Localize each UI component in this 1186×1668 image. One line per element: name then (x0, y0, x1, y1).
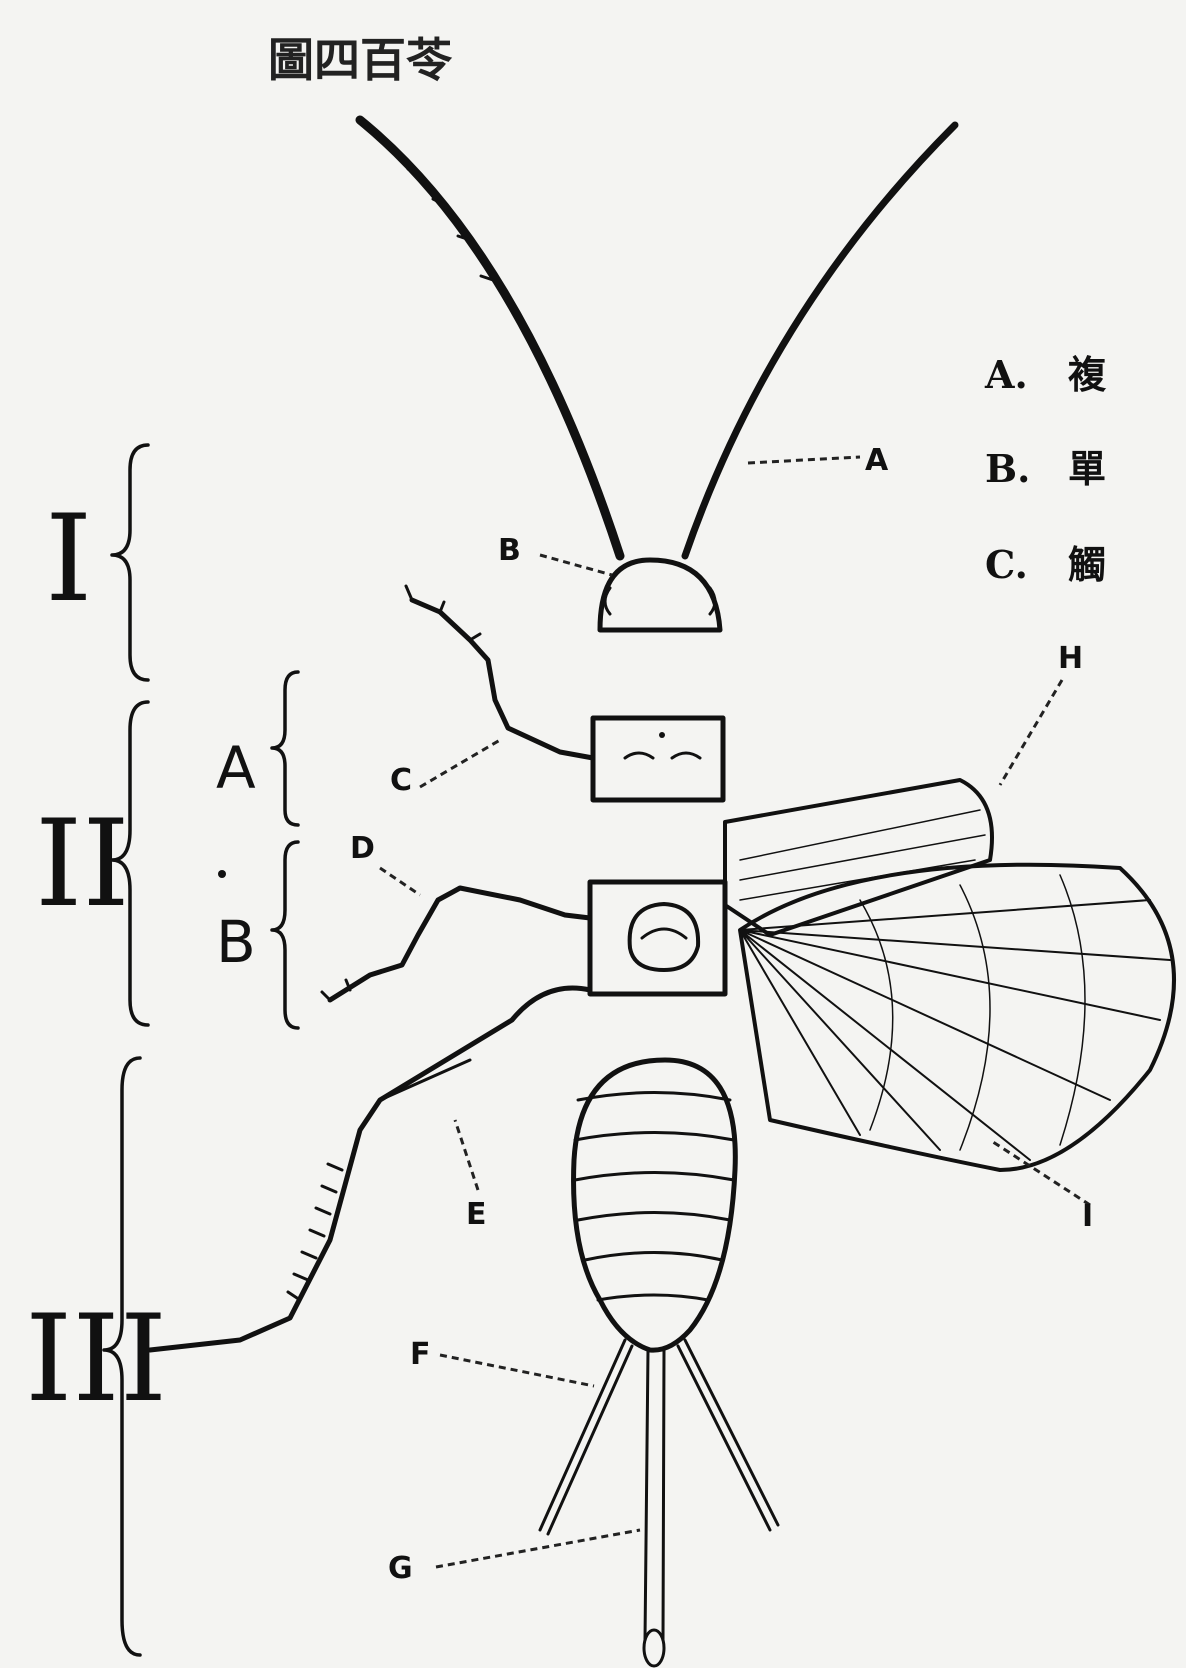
legend: A. 複 B. 單 C. 觸 (984, 352, 1107, 587)
part-label-A: A (865, 443, 889, 478)
subregion-dot (218, 870, 226, 878)
part-label-F: F (410, 1337, 431, 1372)
subregion-label-A: A (216, 734, 256, 802)
region-braces (104, 445, 298, 1655)
midleg (322, 888, 590, 1000)
part-label-C: C (390, 763, 412, 798)
subregion-label-B: B (216, 908, 256, 976)
prothorax (593, 718, 723, 800)
legend-key-1: A. (984, 352, 1028, 397)
legend-text-1: 複 (1068, 352, 1107, 397)
head (600, 560, 720, 630)
leader-lines (380, 457, 1090, 1567)
part-label-D: D (350, 831, 375, 866)
part-label-G: G (388, 1551, 413, 1586)
figure-title: 圖四百苓 (268, 33, 453, 87)
foreleg (406, 586, 593, 758)
abdomen (574, 1060, 736, 1350)
region-label-2: II (35, 795, 130, 934)
wings (725, 780, 1174, 1170)
mesothorax (590, 882, 725, 994)
region-label-3: III (25, 1290, 167, 1429)
legend-text-2: 單 (1068, 446, 1106, 491)
part-label-I: I (1082, 1199, 1093, 1234)
cerci (540, 1340, 778, 1666)
part-label-B: B (498, 533, 521, 568)
part-label-H: H (1058, 641, 1083, 676)
legend-text-3: 觸 (1068, 542, 1106, 587)
legend-key-3: C. (985, 542, 1028, 587)
part-label-E: E (466, 1197, 487, 1232)
legend-key-2: B. (985, 446, 1030, 491)
hindleg (150, 988, 590, 1350)
antennae (360, 120, 955, 556)
region-label-1: I (45, 490, 92, 629)
